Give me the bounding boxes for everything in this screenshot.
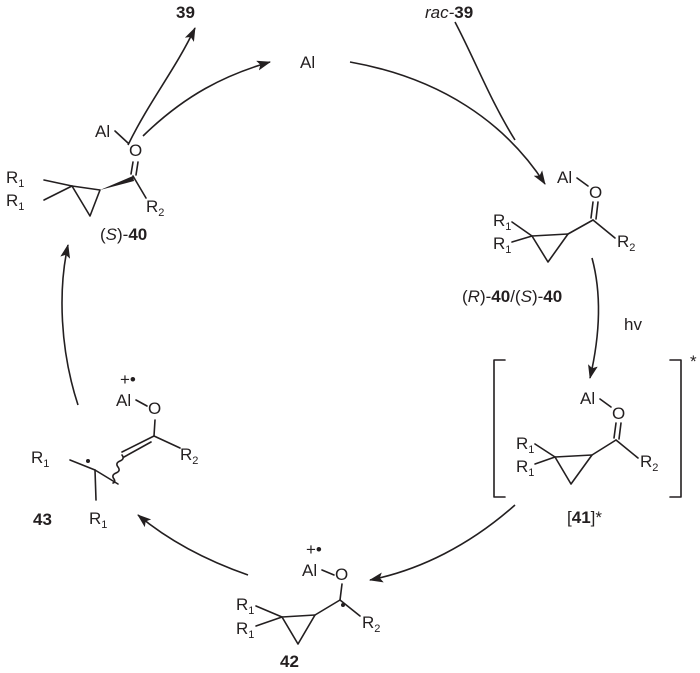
arrow-to-al: [142, 60, 271, 137]
hv-condition: hv: [624, 315, 642, 334]
svg-text:[41]*: [41]*: [567, 508, 602, 527]
structure-rs40: Al O R2 R1 R1 (R)-40/(S)-40: [462, 168, 635, 306]
svg-text:Al: Al: [557, 168, 572, 187]
svg-text:+•: +•: [306, 540, 322, 559]
svg-text:R1: R1: [516, 457, 534, 479]
arrow-hv-step: [588, 257, 600, 379]
svg-text:R2: R2: [617, 232, 635, 254]
svg-text:+•: +•: [120, 370, 136, 389]
svg-text:R1: R1: [516, 434, 534, 456]
svg-text:R1: R1: [493, 234, 511, 256]
svg-text:O: O: [148, 399, 161, 418]
svg-text:(R)-40/(S)-40: (R)-40/(S)-40: [462, 287, 562, 306]
svg-text:43: 43: [33, 510, 52, 529]
svg-text:R1: R1: [89, 509, 107, 531]
arrow-41-to-42: [369, 504, 516, 583]
svg-text:Al: Al: [116, 391, 131, 410]
svg-text:R1: R1: [493, 211, 511, 233]
svg-text:R2: R2: [640, 452, 658, 474]
arrow-rac39-in: [454, 21, 516, 141]
svg-text:R1: R1: [236, 595, 254, 617]
svg-text:R2: R2: [362, 613, 380, 635]
arrow-42-to-43: [137, 514, 249, 576]
svg-text:*: *: [690, 352, 697, 371]
svg-text:R1: R1: [6, 191, 24, 213]
free-al-label: Al: [300, 53, 315, 72]
structure-42: +• Al O R2 R1 R1 42: [236, 540, 380, 671]
svg-text:42: 42: [280, 652, 299, 671]
svg-text:O: O: [129, 141, 142, 160]
svg-text:O: O: [589, 183, 602, 202]
structure-s40: Al O R2 R1 R1 (S)-40: [6, 122, 164, 244]
svg-text:R2: R2: [146, 197, 164, 219]
svg-text:Al: Al: [580, 389, 595, 408]
cycle-arrows: [60, 21, 600, 583]
arrow-release-39: [127, 27, 196, 146]
svg-text:Al: Al: [302, 561, 317, 580]
svg-text:R1: R1: [6, 168, 24, 190]
arrow-43-to-s40: [60, 244, 79, 406]
svg-text:R2: R2: [180, 445, 198, 467]
svg-text:R1: R1: [236, 619, 254, 641]
svg-text:R1: R1: [31, 448, 49, 470]
compound-39-label: 39: [176, 3, 195, 22]
rac-39-label: rac-39: [425, 3, 473, 22]
svg-text:O: O: [335, 565, 348, 584]
structure-43: +• Al O R2 R1 R1 43: [31, 370, 198, 531]
svg-text:Al: Al: [95, 122, 110, 141]
svg-text:O: O: [612, 404, 625, 423]
structure-41-excited: * Al O R2 R1 R1 [41]*: [493, 352, 697, 527]
svg-text:(S)-40: (S)-40: [100, 225, 147, 244]
arrow-al-to-40: [349, 61, 546, 185]
